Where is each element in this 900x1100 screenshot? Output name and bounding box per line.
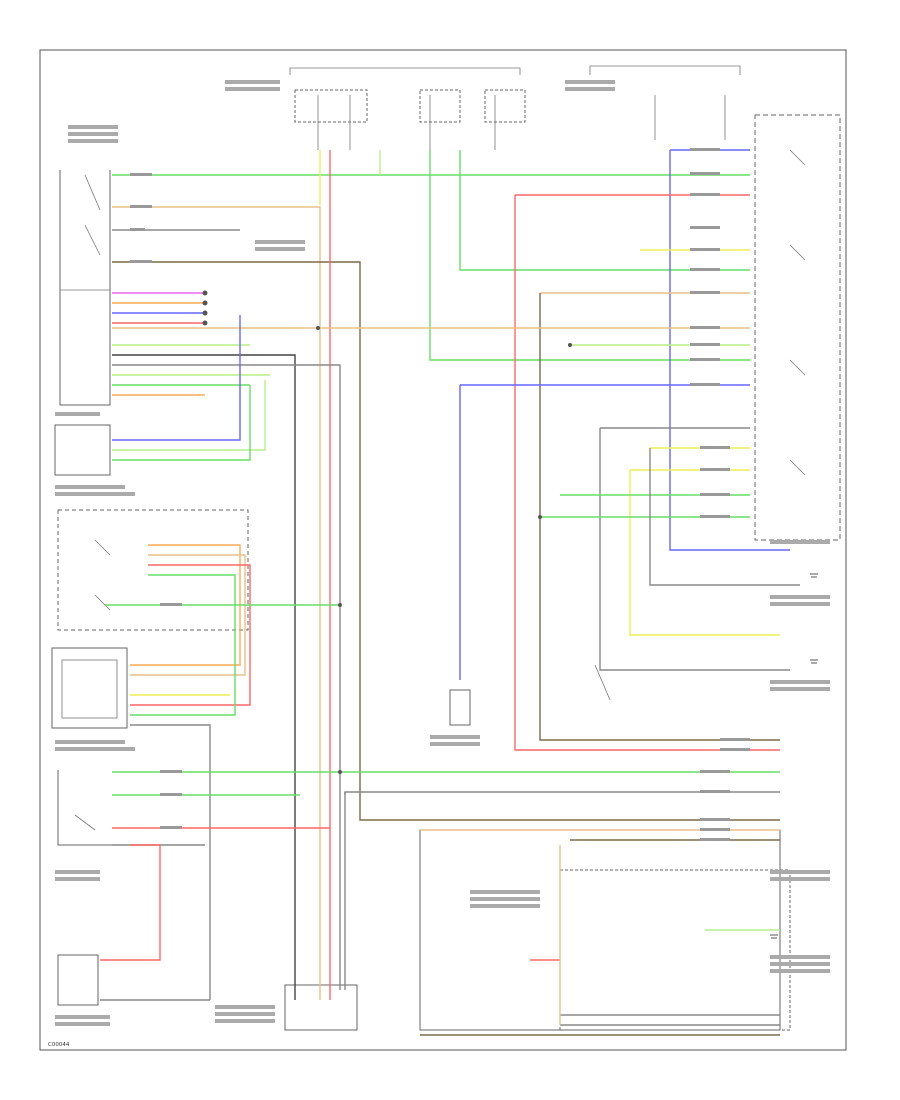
splice-dot bbox=[338, 603, 342, 607]
splice-dot bbox=[538, 515, 542, 519]
splice-dot bbox=[338, 770, 342, 774]
ground-symbol-2 bbox=[810, 659, 818, 664]
wire-gray-3 bbox=[599, 428, 790, 671]
wire-red-3 bbox=[514, 195, 780, 751]
splice-dots bbox=[202, 290, 572, 774]
wire-gray-4 bbox=[649, 448, 800, 586]
figure-id: C00044 bbox=[48, 1042, 70, 1048]
pin-markers bbox=[130, 148, 750, 841]
splice-dot bbox=[202, 290, 208, 296]
wire-dkgray-1 bbox=[112, 354, 296, 1000]
wire-gray-6 bbox=[130, 724, 211, 1000]
wire-blue-2 bbox=[669, 150, 790, 551]
wire-tan-1 bbox=[112, 206, 321, 1000]
left-components bbox=[51, 170, 471, 1031]
wire-red-5 bbox=[130, 564, 251, 706]
ground-symbol-1 bbox=[810, 573, 818, 578]
wire-tan-4 bbox=[130, 554, 246, 676]
wire-yellow-5 bbox=[629, 470, 780, 636]
ground-symbol-3 bbox=[770, 934, 778, 939]
wire-gray-5 bbox=[112, 364, 341, 990]
wire-ltgreen-4 bbox=[112, 380, 266, 451]
component-labels bbox=[55, 80, 830, 1026]
ground-symbols bbox=[770, 573, 818, 939]
splice-dot bbox=[202, 310, 208, 316]
splice-dot bbox=[202, 300, 208, 306]
wire-brown-1 bbox=[112, 261, 780, 821]
wire-red-7 bbox=[100, 844, 161, 961]
fuse-panel-top bbox=[289, 65, 741, 150]
splice-dot bbox=[202, 320, 208, 326]
wire-green-8 bbox=[130, 574, 236, 716]
wire-green-2 bbox=[429, 150, 750, 361]
diagram-frame bbox=[39, 49, 847, 1051]
wire-green-3 bbox=[459, 150, 750, 271]
wire-bundle bbox=[100, 149, 800, 1036]
splice-dot bbox=[568, 343, 572, 347]
wire-brown-2 bbox=[539, 293, 780, 741]
wire-green-7 bbox=[112, 385, 251, 461]
wire-blue-6 bbox=[112, 315, 241, 441]
splice-dot bbox=[316, 326, 320, 330]
